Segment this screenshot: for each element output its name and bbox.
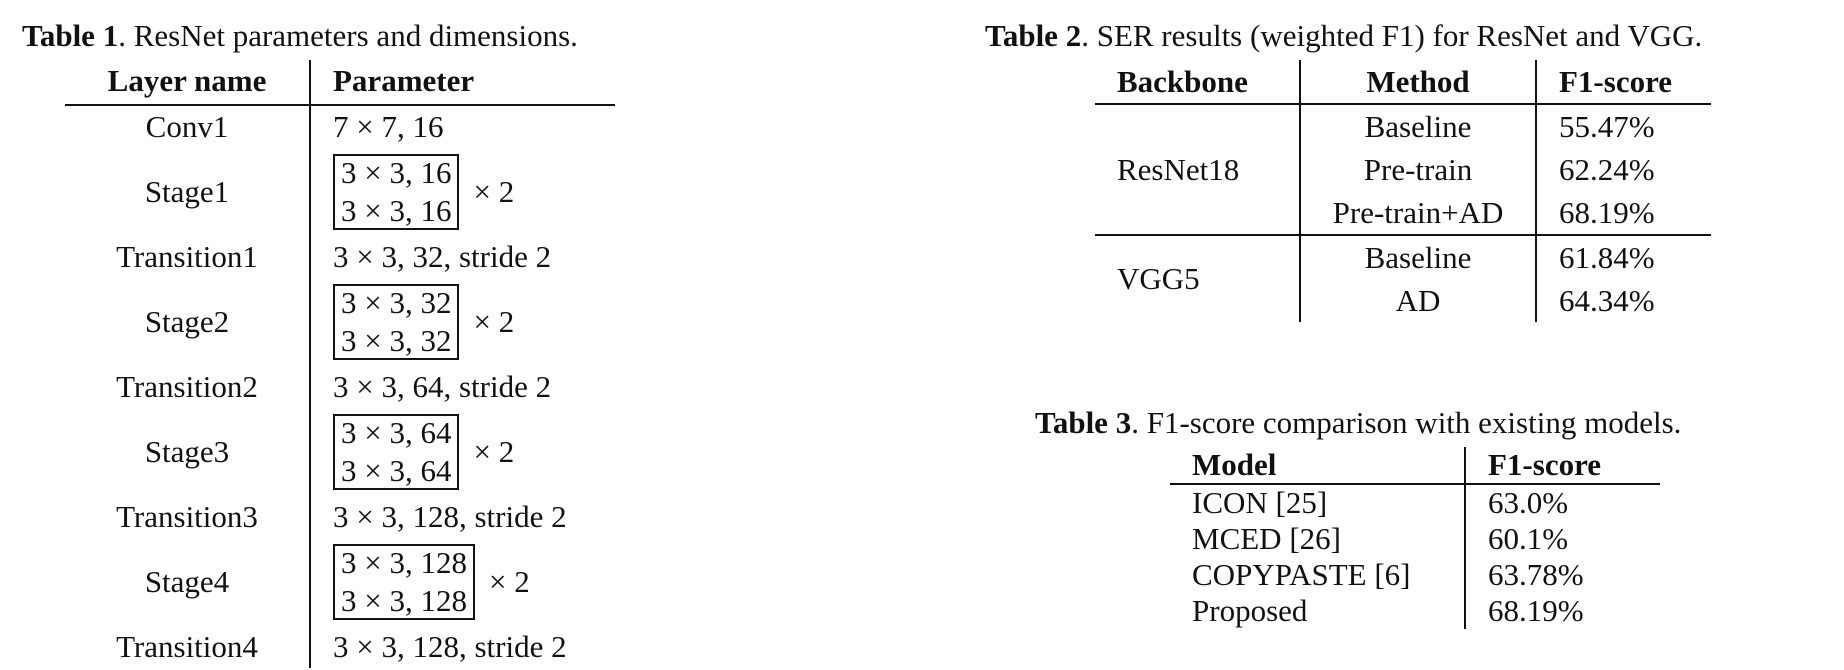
- table1-caption-label: Table 1: [22, 18, 119, 53]
- method-cell: Pre-train: [1300, 148, 1537, 191]
- layer-param: 3 × 3, 64, stride 2: [333, 369, 552, 404]
- table1-header-layer: Layer name: [65, 60, 311, 106]
- layer-name: Transition1: [65, 236, 311, 278]
- f1-cell: 63.0%: [1488, 485, 1569, 520]
- table1-caption-text: . ResNet parameters and dimensions.: [118, 18, 578, 53]
- table-row: Transition3 3 × 3, 128, stride 2: [65, 496, 615, 538]
- layer-name: Transition3: [65, 496, 311, 538]
- f1-cell: 68.19%: [1536, 191, 1711, 236]
- table-row: Transition2 3 × 3, 64, stride 2: [65, 366, 615, 408]
- layer-name: Transition2: [65, 366, 311, 408]
- table3-caption: Table 3. F1-score comparison with existi…: [1035, 405, 1681, 441]
- layer-name: Stage4: [65, 538, 311, 626]
- table3-caption-label: Table 3: [1035, 405, 1132, 440]
- layer-param: 3 × 3, 128, stride 2: [333, 499, 567, 534]
- layer-name: Stage2: [65, 278, 311, 366]
- repeat-count: × 2: [473, 434, 515, 469]
- repeat-count: × 2: [473, 304, 515, 339]
- table-row: VGG5 Baseline 61.84%: [1095, 235, 1711, 322]
- table1-caption: Table 1. ResNet parameters and dimension…: [22, 18, 578, 54]
- table-row: Proposed 68.19%: [1170, 593, 1660, 629]
- backbone-cell: VGG5: [1095, 235, 1301, 322]
- model-cell: COPYPASTE [6]: [1170, 557, 1466, 593]
- table2-header-row: Backbone Method F1-score: [1095, 60, 1711, 105]
- table2-caption: Table 2. SER results (weighted F1) for R…: [985, 18, 1702, 54]
- method-cell: Baseline: [1300, 104, 1537, 148]
- f1-cell: 55.47%: [1559, 108, 1655, 144]
- layer-name: Transition4: [65, 626, 311, 668]
- layer-name: Stage1: [65, 148, 311, 236]
- table2-header-method: Method: [1300, 60, 1537, 105]
- table-row: Pre-train 62.24%: [1095, 148, 1711, 191]
- table3: Model F1-score ICON [25] 63.0% MCED [26]…: [1170, 447, 1660, 629]
- table2-header-f1: F1-score: [1536, 60, 1711, 105]
- table1-header-param: Parameter: [310, 60, 615, 106]
- table3-header-model: Model: [1170, 447, 1466, 485]
- table-row: Transition4 3 × 3, 128, stride 2: [65, 626, 615, 668]
- model-cell: ICON [25]: [1170, 484, 1466, 521]
- f1-cell: 64.34%: [1559, 282, 1655, 318]
- table3-caption-text: . F1-score comparison with existing mode…: [1131, 405, 1682, 440]
- table-row: ResNet18 Baseline 55.47%: [1095, 104, 1711, 236]
- table2: Backbone Method F1-score ResNet18 Baseli…: [1095, 60, 1711, 322]
- table3-header-f1: F1-score: [1465, 447, 1660, 485]
- method-cell: Baseline: [1300, 235, 1537, 279]
- table2-caption-text: . SER results (weighted F1) for ResNet a…: [1081, 18, 1703, 53]
- model-cell: Proposed: [1170, 593, 1466, 629]
- layer-name: Conv1: [65, 105, 311, 148]
- table-row: ICON [25] 63.0%: [1170, 484, 1660, 521]
- repeat-count: × 2: [488, 564, 530, 599]
- layer-name: Stage3: [65, 408, 311, 496]
- model-cell: MCED [26]: [1170, 521, 1466, 557]
- f1-cell: 68.19%: [1488, 593, 1584, 628]
- table-row: COPYPASTE [6] 63.78%: [1170, 557, 1660, 593]
- f1-cell: 60.1%: [1488, 521, 1569, 556]
- repeat-count: × 2: [473, 174, 515, 209]
- table2-header-backbone: Backbone: [1095, 60, 1301, 105]
- table-row: Conv1 7 × 7, 16: [65, 105, 615, 148]
- table-row: MCED [26] 60.1%: [1170, 521, 1660, 557]
- method-cell: Pre-train+AD: [1300, 191, 1537, 236]
- table-row: Pre-train+AD 68.19%: [1095, 191, 1711, 236]
- layer-param: 3 × 3, 32, stride 2: [333, 239, 552, 274]
- layer-param: 3 × 3, 128, stride 2: [333, 629, 567, 664]
- table2-caption-label: Table 2: [985, 18, 1082, 53]
- f1-cell: 63.78%: [1488, 557, 1584, 592]
- f1-cell: 62.24%: [1559, 151, 1655, 187]
- table1: Layer name Parameter Conv1 7 × 7, 16 Sta…: [65, 60, 615, 668]
- method-cell: AD: [1300, 279, 1537, 322]
- table-row: Transition1 3 × 3, 32, stride 2: [65, 236, 615, 278]
- table3-header-row: Model F1-score: [1170, 447, 1660, 485]
- f1-cell: 61.84%: [1559, 239, 1655, 275]
- table-row: AD 64.34%: [1095, 279, 1711, 322]
- table1-header-row: Layer name Parameter: [65, 60, 615, 106]
- backbone-cell: ResNet18: [1095, 104, 1301, 236]
- layer-param: 7 × 7, 16: [333, 109, 444, 144]
